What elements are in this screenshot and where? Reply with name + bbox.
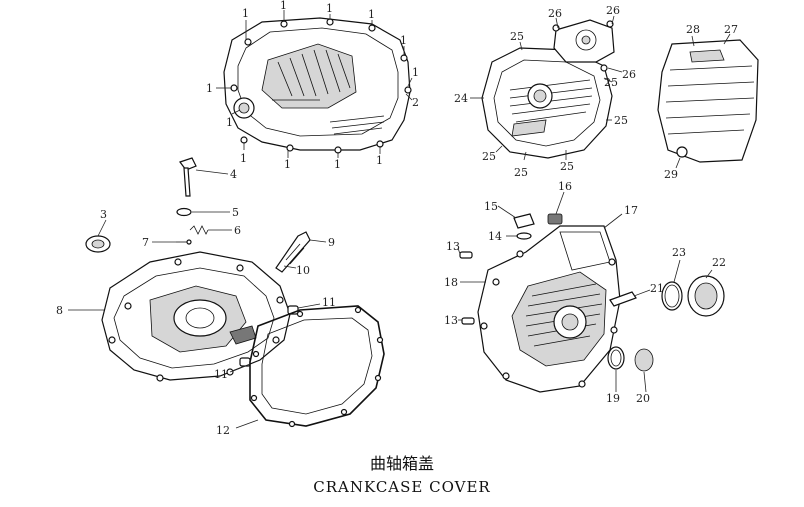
clutch-cover-inner	[101, 251, 291, 382]
callout-label: 17	[624, 204, 638, 217]
callout-label: 25	[614, 114, 628, 127]
callout-label: 2	[412, 96, 419, 109]
callout-label: 26	[548, 7, 562, 20]
callout-label: 21	[650, 282, 664, 295]
callout-label: 1	[284, 158, 291, 171]
crankcase-cover-assembly	[477, 225, 621, 393]
small-parts-left	[85, 157, 311, 273]
callout-label: 23	[672, 246, 686, 259]
callout-label: 1	[326, 2, 333, 15]
callout-label: 9	[328, 236, 335, 249]
callout-label: 25	[514, 166, 528, 179]
callout-label: 1	[376, 154, 383, 167]
callout-label: 1	[334, 158, 341, 171]
gasket	[249, 305, 385, 428]
callout-label: 25	[604, 76, 618, 89]
callout-label: 11	[322, 296, 336, 309]
callout-label: 22	[712, 256, 726, 269]
callout-label: 24	[454, 92, 468, 105]
callout-label: 1	[412, 66, 419, 79]
callout-label: 14	[488, 230, 502, 243]
callout-label: 26	[622, 68, 636, 81]
magneto-cover	[481, 19, 615, 159]
callout-label: 1	[242, 7, 249, 20]
small-parts-right	[459, 213, 563, 325]
caption-english: CRANKCASE COVER	[313, 478, 491, 496]
callout-label: 8	[56, 304, 63, 317]
callout-label: 11	[214, 368, 228, 381]
callout-label: 15	[484, 200, 498, 213]
callout-label: 1	[368, 8, 375, 21]
callout-label: 1	[226, 116, 233, 129]
callout-label: 18	[444, 276, 458, 289]
caption-chinese: 曲轴箱盖	[369, 454, 434, 473]
callout-label: 5	[232, 206, 239, 219]
callout-label: 25	[482, 150, 496, 163]
callout-label: 1	[240, 152, 247, 165]
callout-label: 7	[142, 236, 149, 249]
callout-label: 29	[664, 168, 678, 181]
crankcase-cover-outer	[223, 17, 412, 154]
callout-label: 10	[296, 264, 310, 277]
callout-label: 20	[636, 392, 650, 405]
callout-label: 16	[558, 180, 572, 193]
callout-label: 1	[400, 34, 407, 47]
callout-label: 12	[216, 424, 230, 437]
callout-label: 4	[230, 168, 237, 181]
leader-lines	[68, 10, 731, 429]
small-parts-far-right	[607, 275, 725, 372]
callout-label: 25	[560, 160, 574, 173]
side-cover-segment	[657, 39, 759, 163]
callout-label: 25	[510, 30, 524, 43]
callout-label: 27	[724, 23, 738, 36]
callout-label: 1	[280, 0, 287, 12]
callout-label: 3	[100, 208, 107, 221]
callout-label: 28	[686, 23, 700, 36]
callout-label: 1	[206, 82, 213, 95]
callout-label: 26	[606, 4, 620, 17]
callout-label: 6	[234, 224, 241, 237]
callout-label: 13	[446, 240, 460, 253]
callout-numbers: 1 1 1 1 1 1 1 1 1 1 1 1 2 3 4 5 6 7 8 9 …	[56, 0, 738, 437]
callout-label: 19	[606, 392, 620, 405]
callout-label: 13	[444, 314, 458, 327]
